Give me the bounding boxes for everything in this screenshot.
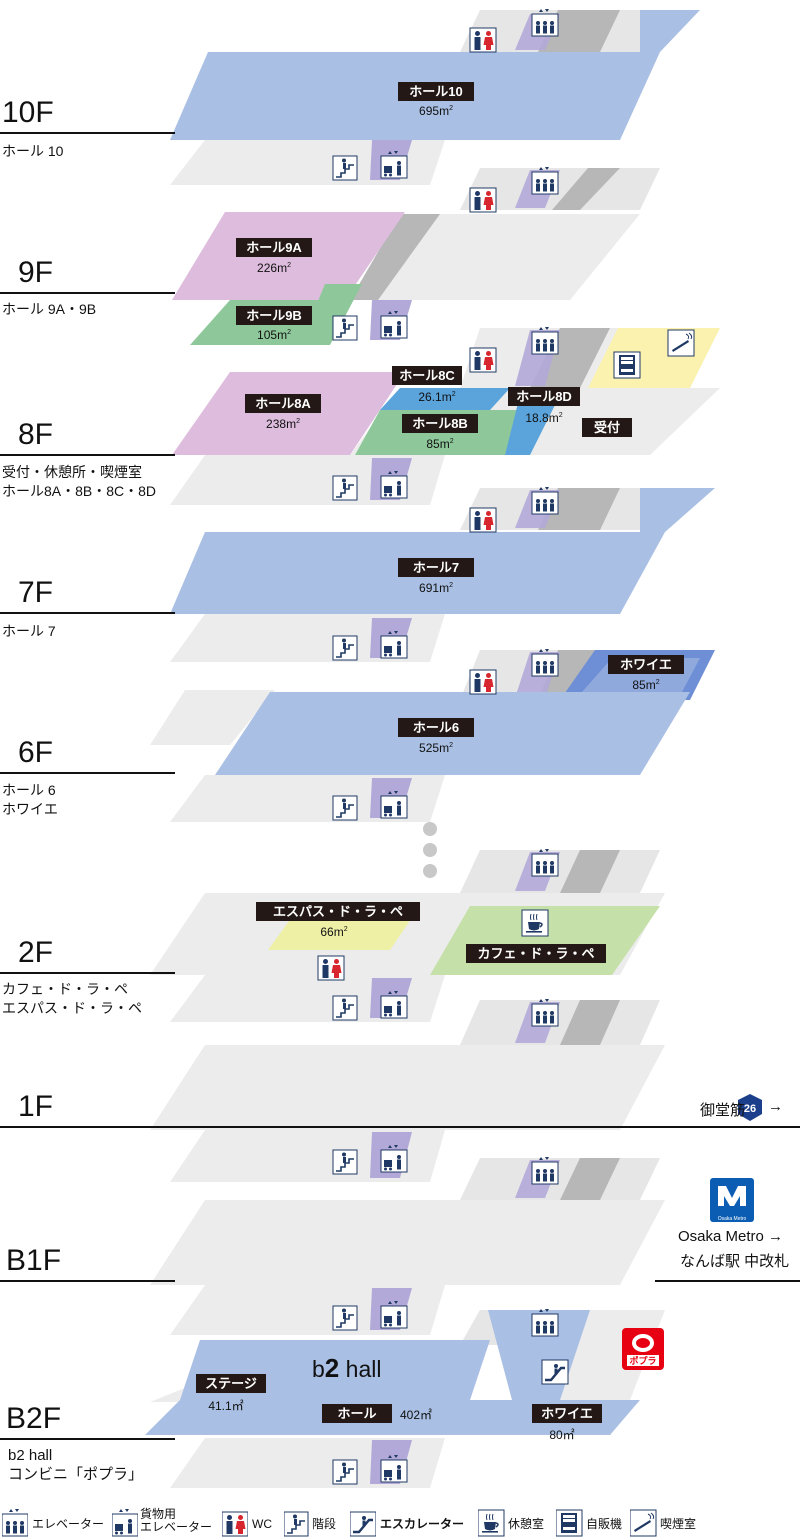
floor-line (0, 1438, 175, 1440)
popura-logo: ポプラ (622, 1328, 664, 1370)
room-tag-cafe[interactable]: カフェ・ド・ラ・ペ (466, 944, 606, 963)
popura-text: ポプラ (629, 1355, 656, 1367)
room-tag-b2foyer[interactable]: ホワイエ (532, 1404, 602, 1423)
midosuji-label: 御堂筋 (700, 1102, 746, 1119)
room-tag-stage[interactable]: ステージ (196, 1374, 266, 1393)
floor-sub: ホール 10 (2, 143, 64, 159)
floor-line (0, 1126, 800, 1128)
floor-sub: ホール 9A・9B (2, 301, 97, 317)
room-area-hall8c: 26.1m2 (418, 390, 456, 404)
room-tag-hall8a[interactable]: ホール8A (245, 394, 321, 413)
floor-name: 9F (18, 256, 54, 289)
floor-line (0, 612, 175, 614)
floor-line (0, 1280, 175, 1282)
floor-name: 7F (18, 576, 54, 609)
floor-name: 10F (2, 96, 54, 129)
room-area-b2foyer: 80㎡ (549, 1428, 575, 1442)
smoking-room-icon (630, 1509, 657, 1537)
room-area-hall8b: 85m2 (426, 437, 454, 451)
metro-exit-line2: なんば駅 中改札 (680, 1253, 790, 1270)
osaka-metro-logo (710, 1178, 754, 1222)
room-tag-hall7[interactable]: ホール7 (398, 558, 474, 577)
floor-sub: b2 hall コンビニ「ポプラ」 (8, 1447, 144, 1483)
room-area-b2hall: 402㎡ (399, 1408, 433, 1422)
room-tag-foyer6[interactable]: ホワイエ (608, 655, 684, 674)
floor-sub: ホール 7 (2, 623, 56, 639)
room-tag-hall6[interactable]: ホール6 (398, 718, 474, 737)
stairs-icon (284, 1511, 309, 1537)
metro-exit-line1: Osaka Metro → (678, 1228, 784, 1245)
room-tag-hall9a[interactable]: ホール9A (236, 238, 312, 257)
floor-name: 2F (18, 936, 54, 969)
midosuji-arrow: → (768, 1098, 783, 1115)
floor-sub: 受付・休憩所・喫煙室 ホール8A・8B・8C・8D (2, 464, 157, 499)
room-area-foyer6: 85m2 (632, 678, 660, 692)
floor-line (0, 772, 175, 774)
floor-sub: カフェ・ド・ラ・ペ エスパス・ド・ラ・ペ (2, 981, 142, 1016)
floor-line (0, 292, 175, 294)
room-tag-hall8d[interactable]: ホール8D (508, 387, 580, 406)
room-tag-hall9b[interactable]: ホール9B (236, 306, 312, 325)
room-area-hall8d: 18.8m2 (525, 411, 563, 425)
elevator-icon (2, 1508, 28, 1537)
room-area-hall9b: 105m2 (257, 328, 291, 342)
floor-name: 6F (18, 736, 54, 769)
escalator-icon (350, 1510, 376, 1538)
room-area-hall10: 695m2 (419, 104, 453, 118)
vending-machine-icon (556, 1509, 583, 1537)
floor-name: B1F (6, 1244, 62, 1277)
floor-sub: ホール 6 ホワイエ (2, 782, 58, 817)
room-area-hall6: 525m2 (419, 741, 453, 755)
floor-name: 8F (18, 418, 54, 451)
room-tag-b2hall[interactable]: ホール (322, 1404, 392, 1423)
room-tag-espace[interactable]: エスパス・ド・ラ・ペ (256, 902, 420, 921)
floor-line-right (655, 1280, 800, 1282)
legend: エレベーター 貨物用 エレベーター WC 階段 エスカレーター 休憩室 自販機 … (0, 1506, 800, 1538)
room-tag-hall8b[interactable]: ホール8B (402, 414, 478, 433)
floor-line (0, 972, 175, 974)
room-area-hall9a: 226m2 (257, 261, 291, 275)
room-area-stage: 41.1㎡ (208, 1399, 244, 1413)
room-tag-hall8c[interactable]: ホール8C (392, 366, 462, 385)
floor-name: B2F (6, 1402, 62, 1435)
floor-line (0, 454, 175, 456)
metro-brand: Osaka Metro (717, 1216, 747, 1222)
route-number: 26 (744, 1103, 756, 1115)
room-tag-hall10[interactable]: ホール10 (398, 82, 474, 101)
b2hall-logo: b2 hall (312, 1353, 382, 1383)
lounge-icon (478, 1509, 505, 1537)
room-area-espace: 66m2 (320, 925, 348, 939)
floor-line (0, 132, 175, 134)
freight-elevator-icon (112, 1508, 138, 1537)
floor-name: 1F (18, 1090, 54, 1123)
wc-icon (222, 1511, 248, 1537)
room-tag-reception[interactable]: 受付 (582, 418, 632, 437)
midosuji-route-badge: 26 (738, 1094, 762, 1121)
room-area-hall7: 691m2 (419, 581, 453, 595)
room-area-hall8a: 238m2 (266, 417, 300, 431)
